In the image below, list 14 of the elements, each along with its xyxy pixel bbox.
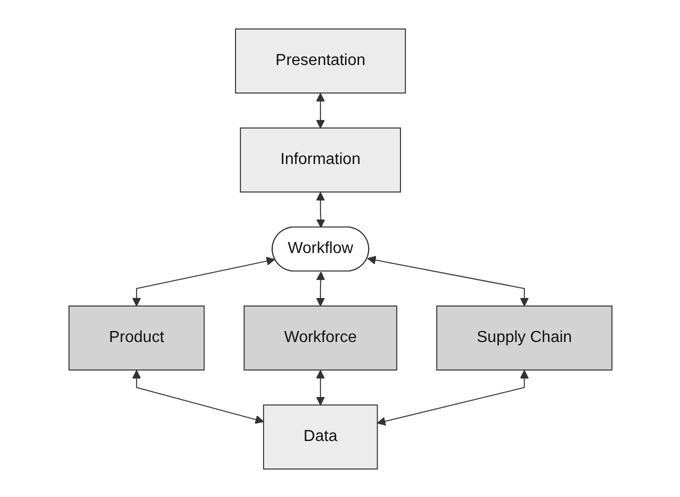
node-box: Data	[262, 404, 378, 469]
arrow	[132, 370, 264, 424]
arrow	[376, 370, 528, 426]
arrow	[316, 192, 325, 228]
node-box: Workforce	[243, 305, 397, 370]
node-box: Supply Chain	[436, 305, 612, 370]
arrow	[366, 255, 528, 306]
arrow	[316, 370, 324, 405]
node-box: Presentation	[234, 28, 406, 93]
arrow	[132, 256, 275, 306]
arrow	[316, 271, 325, 306]
arrow	[316, 92, 324, 128]
node-box: Information	[239, 127, 400, 192]
node-box: Product	[68, 305, 204, 370]
